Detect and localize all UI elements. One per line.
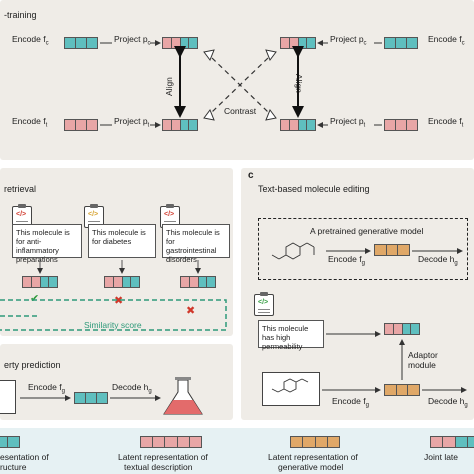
- encode-fg-top-label: Encode fg: [328, 254, 365, 267]
- legend-label-structure: esentation of: [0, 452, 49, 462]
- clipboard-icon-c: </>: [254, 292, 274, 316]
- decode-hg-top-label: Decode hg: [418, 254, 458, 267]
- project-pt-right-label: Project pt: [330, 116, 366, 129]
- molecule-box-d: [0, 380, 16, 414]
- joint-vector-bottom-left: [162, 119, 198, 131]
- decode-hg-d-label: Decode hg: [112, 382, 152, 395]
- project-pc-left-label: Project pc: [114, 34, 151, 47]
- encode-fc-right-label: Encode fc: [428, 34, 465, 47]
- description-card-3: This molecule is for gastrointestinal di…: [162, 224, 230, 264]
- panel-a-arrows: [100, 40, 382, 128]
- molecule-box-bottom: [262, 372, 320, 406]
- pretrained-model-box: [258, 218, 468, 280]
- contrast-label: Contrast: [224, 106, 257, 116]
- adaptor-module-label: Adaptor module: [408, 350, 438, 370]
- property-card: This molecule has high permeability: [258, 320, 324, 351]
- legend-bar: [0, 428, 474, 474]
- edit-joint-vector: [384, 323, 420, 335]
- panel-d-title: erty prediction: [4, 360, 61, 370]
- structure-vector-right: [384, 37, 418, 49]
- panel-a-title: -training: [4, 10, 37, 20]
- flask-icon: [163, 377, 203, 415]
- project-pt-left-label: Project pt: [114, 116, 150, 129]
- generative-vector-top: [374, 244, 410, 256]
- legend-label-generative-2: generative model: [278, 462, 344, 472]
- project-pc-right-label: Project pc: [330, 34, 367, 47]
- retrieval-vector-3: [180, 276, 216, 288]
- legend-label-structure-2: ructure: [0, 462, 27, 472]
- panel-b-title: retrieval: [4, 184, 37, 194]
- retrieval-vector-1: [22, 276, 58, 288]
- description-card-2: This molecule is for diabetes: [88, 224, 156, 258]
- panel-c-letter: c: [248, 170, 254, 181]
- encode-ft-right-label: Encode ft: [428, 116, 464, 129]
- pretrained-model-label: A pretrained generative model: [310, 226, 424, 236]
- cross-mark-icon-1: ✖: [114, 295, 124, 307]
- legend-label-joint: Joint late: [424, 452, 459, 462]
- legend-label-text: Latent representation of: [118, 452, 208, 462]
- description-card-1: This molecule is for anti-inflammatory p…: [12, 224, 82, 264]
- check-mark-icon: ✔: [30, 293, 40, 305]
- legend-label-text-2: textual description: [124, 462, 193, 472]
- panel-c-title: Text-based molecule editing: [258, 184, 370, 194]
- legend-swatch-joint: [430, 436, 474, 448]
- similarity-score-label: Similarity score: [84, 320, 142, 330]
- encode-ft-label: Encode ft: [12, 116, 48, 129]
- retrieval-vector-2: [104, 276, 140, 288]
- generative-vector-bottom: [384, 384, 420, 396]
- structure-vector-left: [64, 37, 98, 49]
- generative-vector-d: [74, 392, 108, 404]
- encode-fg-d-label: Encode fg: [28, 382, 65, 395]
- legend-swatch-generative: [290, 436, 340, 448]
- decode-hg-bottom-label: Decode hg: [428, 396, 468, 409]
- legend-swatch-text: [140, 436, 202, 448]
- panel-pretraining: [0, 0, 474, 160]
- encode-fg-bottom-label: Encode fg: [332, 396, 369, 409]
- legend-swatch-structure: [0, 436, 20, 448]
- cross-mark-icon-2: ✖: [186, 305, 196, 317]
- text-vector-right: [384, 119, 418, 131]
- joint-vector-bottom-right: [280, 119, 316, 131]
- encode-fc-label: Encode fc: [12, 34, 49, 47]
- legend-label-generative: Latent representation of: [268, 452, 358, 462]
- text-vector-left: [64, 119, 98, 131]
